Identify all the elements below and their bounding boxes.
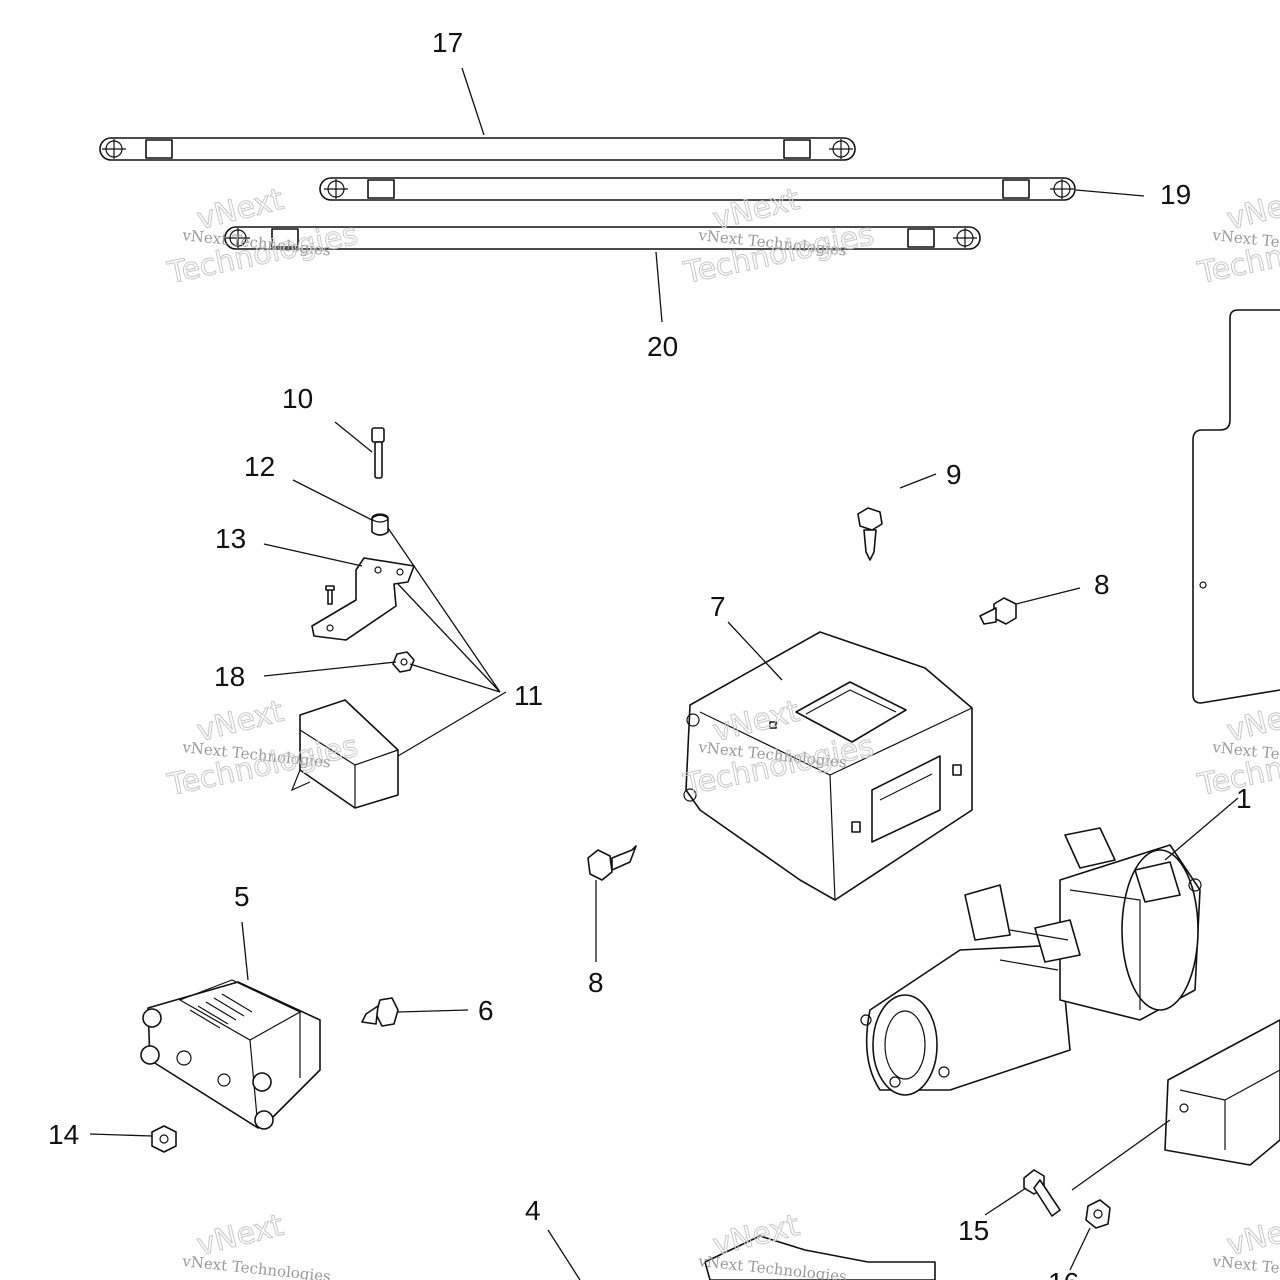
- watermark: vNext Technologies vNext Technologies: [1194, 181, 1280, 291]
- callout-13: 13: [215, 523, 246, 554]
- callout-14: 14: [48, 1119, 79, 1150]
- svg-text:vNext: vNext: [193, 694, 287, 749]
- callout-7: 7: [710, 591, 726, 622]
- bolt-15: [1023, 1169, 1061, 1217]
- callout-9: 9: [946, 459, 962, 490]
- mount-bracket-7: [683, 631, 973, 901]
- watermark: vNext Technologies vNext Technologies: [1194, 693, 1280, 803]
- bracket-13: [311, 557, 415, 641]
- callout-11: 11: [514, 680, 543, 711]
- callout-16: 16: [1048, 1267, 1079, 1280]
- callout-8-top: 8: [1094, 569, 1110, 600]
- winch-1: [860, 827, 1202, 1096]
- svg-text:vNext: vNext: [1223, 182, 1280, 237]
- watermark: vNext Technologies vNext Technologies: [164, 693, 362, 803]
- bolt-9: [857, 507, 883, 561]
- nut-18: [392, 651, 415, 673]
- callout-17: 17: [432, 27, 463, 58]
- callout-1: 1: [1236, 783, 1252, 814]
- callout-5: 5: [234, 881, 250, 912]
- nut-14: [151, 1125, 177, 1153]
- rod-19: [319, 177, 1076, 201]
- cover-11: [290, 699, 399, 809]
- watermark: vNext Technologies vNext: [697, 1207, 848, 1280]
- callout-19: 19: [1160, 179, 1191, 210]
- watermark: vNext Technologies vNext: [1211, 1207, 1280, 1280]
- bolt-8-top: [979, 597, 1017, 625]
- callout-10: 10: [282, 383, 313, 414]
- svg-text:vNext: vNext: [1223, 1208, 1280, 1263]
- callout-4: 4: [525, 1195, 541, 1226]
- spacer-12: [371, 513, 389, 536]
- svg-text:vNext: vNext: [1223, 694, 1280, 749]
- rod-17: [99, 137, 856, 161]
- bolt-10: [371, 427, 385, 479]
- callout-12: 12: [244, 451, 275, 482]
- contactor-5: [140, 979, 321, 1130]
- rod-20: [224, 226, 981, 250]
- callout-20: 20: [647, 331, 678, 362]
- leader-lines: [89, 67, 1239, 1280]
- bolt-8-left: [587, 845, 637, 881]
- nut-16: [1085, 1199, 1111, 1229]
- callout-labels: 17 19 20 10 12 13 18 11 9 8 7 1 8 5 6 14…: [48, 27, 1252, 1280]
- callout-8-bottom: 8: [588, 967, 604, 998]
- callout-18: 18: [214, 661, 245, 692]
- bolt-6: [361, 997, 399, 1027]
- bottom-part-4: [704, 1235, 936, 1280]
- watermark: vNext Technologies vNext: [181, 1207, 332, 1280]
- right-panel: [1192, 309, 1280, 704]
- callout-15: 15: [958, 1215, 989, 1246]
- callout-6: 6: [478, 995, 494, 1026]
- svg-text:vNext: vNext: [193, 1208, 287, 1263]
- watermark: vNext Technologies vNext Technologies: [680, 693, 878, 803]
- frame-mount: [1164, 1019, 1280, 1166]
